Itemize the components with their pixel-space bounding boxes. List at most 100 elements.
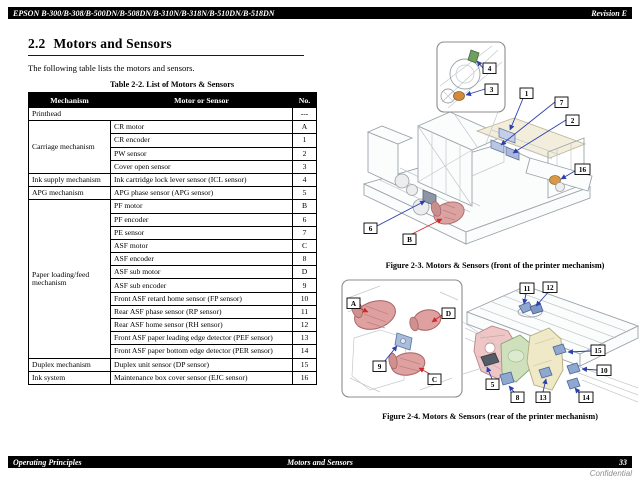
callout-rear-14: 14	[574, 387, 594, 403]
asf-encoder-part	[499, 371, 515, 386]
callout-rear-8: 8	[508, 385, 525, 403]
no-cell: 2	[292, 146, 317, 161]
callout-front-4: 4	[476, 60, 497, 74]
no-cell: 13	[292, 331, 317, 346]
svg-text:13: 13	[539, 394, 547, 402]
svg-text:D: D	[446, 310, 451, 318]
mechanism-cell: Carriage mechanism	[28, 120, 111, 174]
svg-text:11: 11	[524, 285, 531, 293]
svg-text:15: 15	[594, 347, 602, 355]
no-cell: 12	[292, 317, 317, 333]
no-cell: 14	[292, 344, 317, 359]
motors-sensors-table: Mechanism Motor or Sensor No. Printhead-…	[28, 92, 317, 385]
motor-sensor-cell: Front ASF paper leading edge detector (P…	[110, 331, 293, 346]
svg-text:1: 1	[525, 90, 529, 98]
asf-sub-motor-part	[409, 309, 442, 332]
footer-section: Motors and Sensors	[287, 457, 353, 467]
callout-front-6: 6	[363, 200, 426, 234]
svg-text:9: 9	[378, 363, 382, 371]
mechanism-cell: Ink supply mechanism	[28, 172, 111, 188]
motor-sensor-cell: ASF sub encoder	[110, 278, 293, 293]
table-row: Printhead---	[28, 106, 317, 122]
callout-front-16: 16	[560, 163, 591, 180]
motor-sensor-cell: Maintenance box cover sensor (EJC sensor…	[110, 370, 293, 385]
figure-rear: A D 9 C 11	[340, 278, 640, 421]
no-cell: 9	[292, 278, 317, 293]
ejc-sensor-part	[549, 175, 561, 185]
mechanism-cell: APG mechanism	[28, 186, 111, 201]
section-title-text: Motors and Sensors	[53, 36, 172, 51]
mechanism-cell: Ink system	[28, 370, 111, 385]
motor-sensor-cell: PW sensor	[110, 146, 293, 161]
callout-rear-10: 10	[581, 364, 612, 376]
svg-text:12: 12	[546, 284, 554, 292]
table-header: Mechanism Motor or Sensor No.	[28, 92, 317, 108]
no-cell: 16	[292, 370, 317, 385]
rear-inset-detail	[341, 279, 463, 398]
callout-rear-12: 12	[535, 281, 558, 307]
callout-rear-C: C	[418, 367, 442, 385]
no-cell: 4	[292, 172, 317, 188]
asf-sub-encoder-part	[394, 332, 413, 351]
page-header-bar: EPSON B-300/B-308/B-500DN/B-508DN/B-310N…	[8, 7, 632, 19]
no-cell: B	[292, 199, 317, 214]
motor-sensor-cell: Ink cartridge lock lever sensor (ICL sen…	[110, 172, 293, 188]
figure-front-illustration: 4 3 1 7 2	[362, 41, 593, 245]
callout-rear-9: 9	[372, 345, 398, 372]
motor-sensor-cell: Duplex unit sensor (DP sensor)	[110, 357, 293, 372]
svg-text:3: 3	[490, 86, 494, 94]
motor-sensor-cell: Front ASF retard home sensor (FP sensor)	[110, 291, 293, 306]
no-cell: 8	[292, 252, 317, 267]
apg-sensor-part	[480, 352, 500, 367]
svg-text:16: 16	[579, 166, 587, 174]
dp-sensor-part	[538, 366, 553, 379]
callout-rear-5: 5	[485, 366, 500, 390]
motor-sensor-cell: ASF encoder	[110, 252, 293, 267]
per-sensor-part	[566, 377, 581, 390]
column-header-motor-or-sensor: Motor or Sensor	[110, 92, 293, 108]
no-cell: C	[292, 238, 317, 254]
callout-front-2: 2	[512, 114, 580, 154]
svg-text:7: 7	[560, 99, 564, 107]
motor-sensor-cell: ASF sub motor	[110, 265, 293, 280]
fp-sensor-part	[566, 362, 581, 375]
no-cell: D	[292, 265, 317, 280]
header-revision: Revision E	[591, 8, 627, 18]
no-cell: 1	[292, 133, 317, 148]
intro-paragraph: The following table lists the motors and…	[28, 63, 195, 73]
mechanism-cell: Duplex mechanism	[28, 357, 111, 372]
callout-rear-D: D	[431, 307, 456, 323]
motor-sensor-cell: PE sensor	[110, 225, 293, 240]
figure-rear-caption: Figure 2-4. Motors & Sensors (rear of th…	[382, 412, 598, 421]
motor-sensor-cell: APG phase sensor (APG sensor)	[110, 186, 293, 201]
cover-open-sensor-part	[453, 91, 465, 101]
column-header-no: No.	[292, 92, 317, 108]
svg-text:10: 10	[600, 367, 608, 375]
no-cell: 5	[292, 186, 317, 201]
callout-front-7: 7	[500, 96, 569, 146]
callout-front-B: B	[402, 218, 443, 245]
svg-text:2: 2	[571, 117, 575, 125]
svg-text:14: 14	[582, 394, 590, 402]
printer-front-line-art	[362, 111, 593, 245]
svg-text:8: 8	[516, 394, 520, 402]
callout-rear-15: 15	[567, 344, 606, 356]
no-cell: ---	[292, 106, 317, 122]
motor-sensor-cell: CR encoder	[110, 133, 293, 148]
no-cell: 11	[292, 304, 317, 320]
no-cell: 15	[292, 357, 317, 372]
figure-front-caption: Figure 2-3. Motors & Sensors (front of t…	[385, 261, 605, 270]
cr-encoder-part	[498, 127, 516, 144]
motor-sensor-cell: Front ASF paper bottom edge detector (PE…	[110, 344, 293, 359]
pef-rear-sensor-part	[552, 343, 567, 356]
svg-text:4: 4	[488, 65, 492, 73]
pe-sensor-part	[490, 139, 505, 154]
